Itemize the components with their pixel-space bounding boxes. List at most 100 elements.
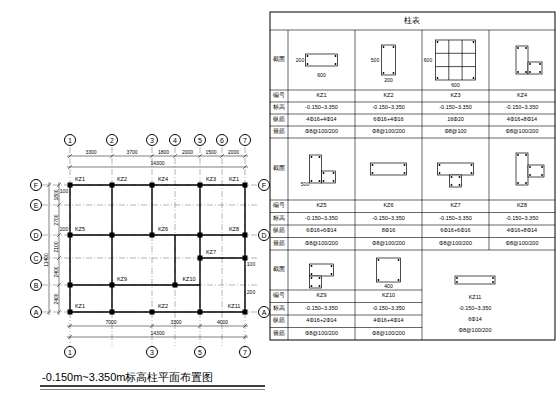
circle-stroke (471, 164, 473, 166)
path-stroke (47, 183, 51, 187)
rect-stroke (68, 183, 73, 188)
circle-stroke (492, 281, 494, 283)
table-cell: 纵筋 (273, 228, 285, 234)
table-cell: -0.150~3.350 (305, 216, 338, 222)
table-cell: 箍筋 (273, 129, 285, 135)
axis-label: D (33, 232, 38, 239)
circle-stroke (541, 166, 543, 168)
rect-stroke (68, 310, 73, 315)
dimension-text: 200 (384, 78, 392, 83)
table-cell: 6Φ14 (468, 317, 482, 323)
column-table (270, 12, 555, 340)
circle-stroke (319, 156, 321, 158)
table-cell: 编号 (273, 203, 285, 209)
rect-stroke (150, 183, 155, 188)
rect-stroke (270, 12, 555, 340)
circle-stroke (311, 265, 313, 267)
axis-bubble: A (30, 306, 42, 318)
path-stroke (270, 102, 555, 103)
rect-stroke (198, 310, 203, 315)
axis-bubble: 7 (239, 134, 251, 146)
table-cell: Φ8@100/200 (459, 328, 492, 334)
dimension-text: 200 (60, 227, 68, 232)
table-cell: Φ8@100/200 (372, 331, 405, 337)
rect-stroke (243, 310, 248, 315)
path-stroke (270, 90, 555, 91)
axis-bubble: 2 (106, 134, 118, 146)
circle-stroke (311, 180, 313, 182)
axis-label: 7 (243, 137, 247, 144)
path-stroke (68, 154, 72, 158)
path-stroke (489, 30, 490, 250)
dimension-text: KZ7 (206, 250, 216, 256)
table-cell: -0.150~3.350 (372, 306, 405, 312)
dimension-text: KZ1 (75, 304, 85, 310)
table-cell: KZ11 (469, 295, 482, 301)
circle-stroke (525, 154, 527, 156)
drawing-title: -0.150m~3.350m标高柱平面布置图 (42, 372, 213, 383)
table-cell: -0.150~3.350 (439, 105, 472, 111)
path-stroke (270, 114, 555, 115)
path-stroke (270, 290, 422, 291)
path-stroke (270, 315, 422, 316)
path-stroke (42, 285, 258, 286)
rect-stroke (310, 276, 322, 288)
rect-stroke (455, 276, 495, 284)
dimension-text: KZ2 (158, 304, 168, 310)
wall-lines (70, 185, 245, 312)
dimension-text: 500 (301, 182, 309, 187)
dimension-text: 14300 (151, 161, 165, 166)
table-cell: 纵筋 (273, 318, 285, 324)
dimension-text: KZ1 (229, 177, 239, 183)
circle-stroke (307, 55, 309, 57)
dimension-text: 3300 (170, 320, 181, 325)
axis-label: A (34, 309, 39, 316)
table-cell: 8Φ16 (382, 228, 396, 234)
table-cell: 4Φ16+8Φ14 (507, 117, 537, 123)
rect-stroke (68, 233, 73, 238)
dimension-text: 200 (247, 290, 255, 295)
circle-stroke (311, 277, 313, 279)
axis-label: E (34, 202, 39, 209)
path-stroke (112, 147, 113, 346)
table-cell: 4Φ16+4Φ14 (373, 318, 403, 324)
path-stroke (175, 147, 176, 346)
circle-stroke (459, 176, 461, 178)
circle-stroke (311, 285, 313, 287)
table-cell: Φ8@100/200 (305, 129, 338, 135)
dimension-text: 500 (371, 58, 379, 63)
path-stroke (436, 53, 476, 54)
table-cell: -0.150~3.350 (506, 216, 539, 222)
table-cell: KZ3 (450, 93, 460, 99)
path-stroke (448, 40, 449, 80)
circle-stroke (459, 184, 461, 186)
dimension-text: 600 (451, 83, 459, 88)
path-stroke (67, 337, 248, 338)
table-cell: KZ5 (316, 203, 326, 209)
circle-stroke (333, 180, 335, 182)
dimension-text: 600 (317, 73, 325, 78)
rect-stroke (310, 264, 334, 276)
path-stroke (270, 30, 555, 31)
circle-stroke (525, 71, 527, 73)
path-stroke (270, 212, 555, 213)
table-cell: KZ9 (316, 293, 326, 299)
rect-stroke (306, 54, 338, 66)
axis-bubble: D (30, 229, 42, 241)
circle-stroke (311, 156, 313, 158)
path-stroke (270, 200, 555, 201)
path-stroke (151, 185, 152, 235)
axis-bubble: 3 (146, 134, 158, 146)
circle-stroke (398, 279, 400, 281)
table-cell: 6Φ16+6Φ16 (440, 228, 470, 234)
table-cell: Φ8@100/200 (506, 241, 539, 247)
axis-bubble: 5 (194, 134, 206, 146)
dimension-text: KZ11 (228, 304, 241, 310)
table-cell: Φ8@100/200 (305, 241, 338, 247)
dimension-text: 2400 (53, 266, 58, 277)
circle-stroke (456, 277, 458, 279)
axis-label: 2 (110, 137, 114, 144)
path-stroke (110, 154, 114, 158)
table-cell: KZ7 (450, 203, 460, 209)
table-title: 柱表 (404, 17, 420, 25)
